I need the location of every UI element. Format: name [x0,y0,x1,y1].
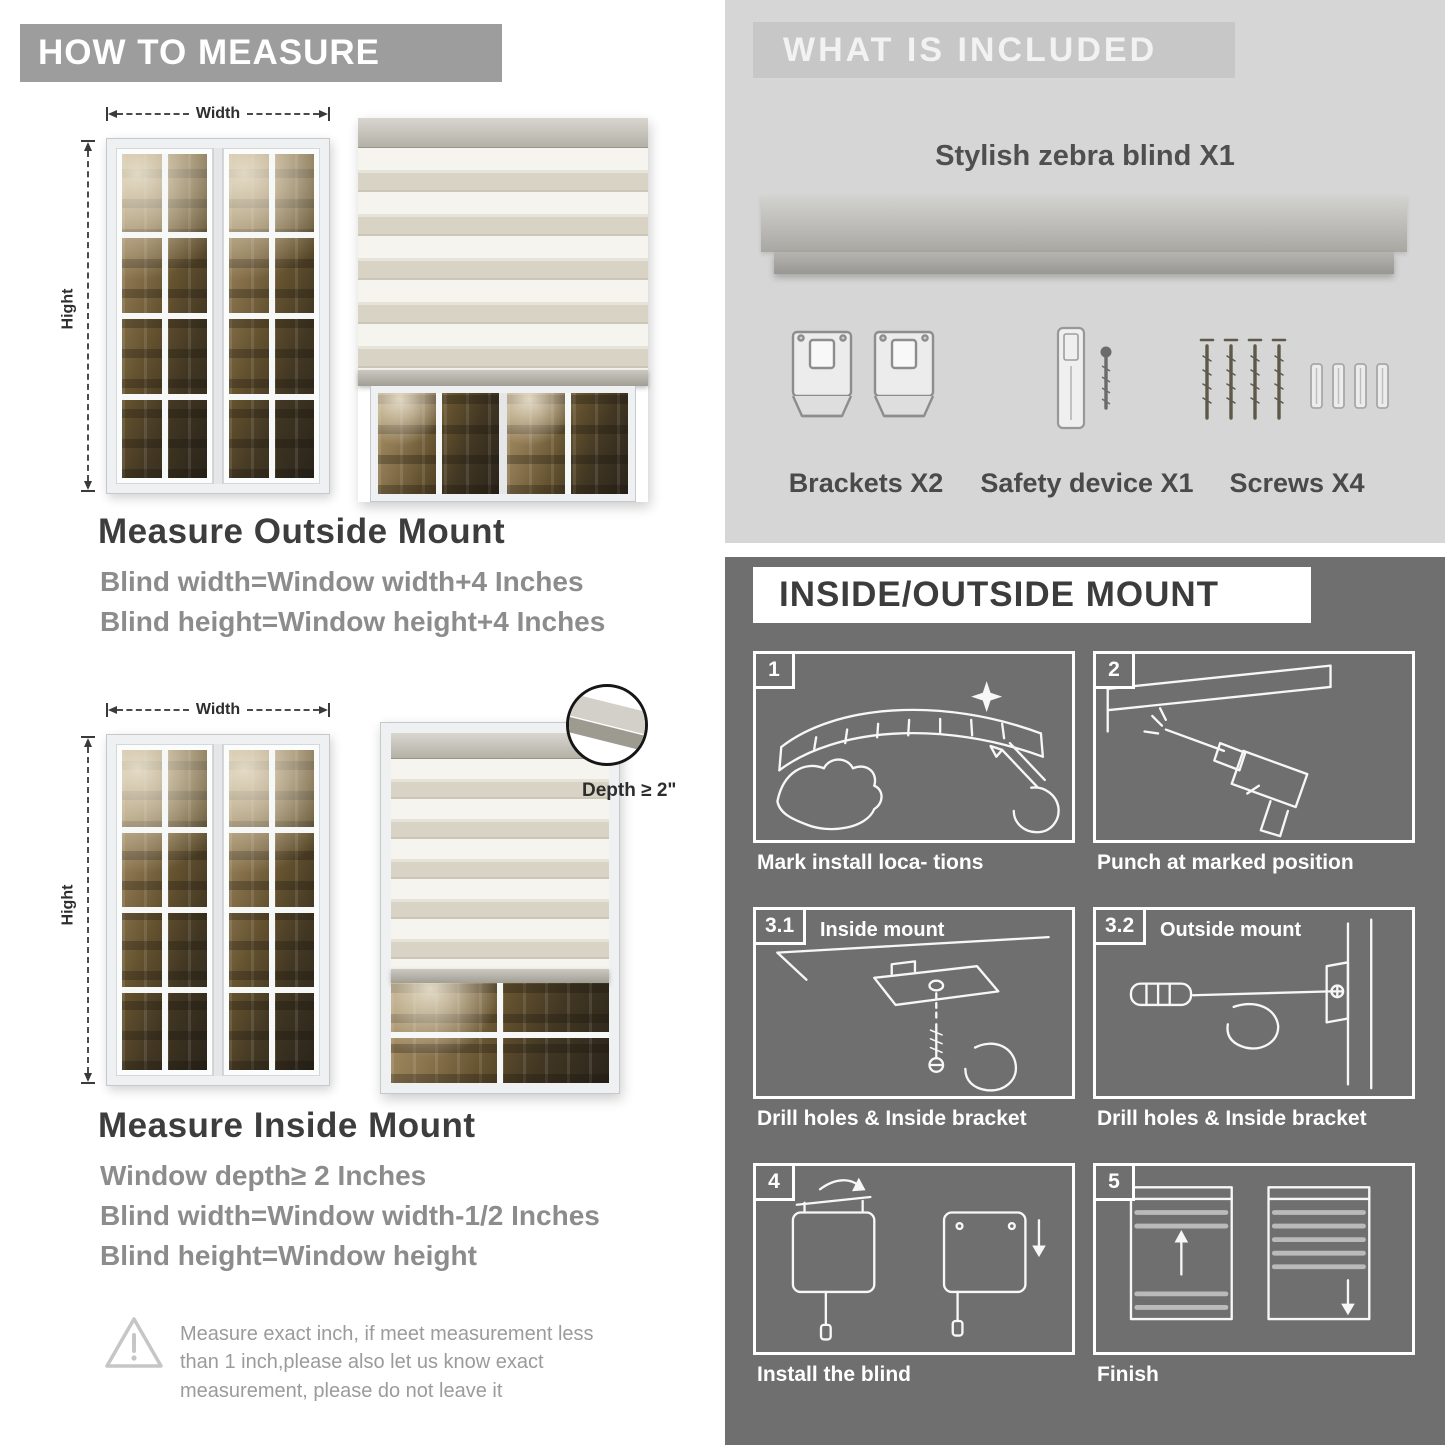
mark-locations-illustration [776,681,1060,834]
step-number: 4 [753,1163,795,1201]
width-arrow-inside: Width [106,701,330,718]
brackets-label: Brackets X2 [788,468,944,498]
step-number: 5 [1093,1163,1135,1201]
drill-illustration [1106,664,1332,838]
measurement-warning-text: Measure exact inch, if meet measurement … [180,1323,594,1402]
inside-mount-label: Inside mount [820,919,945,941]
width-arrow-outside: Width [106,105,330,122]
step-panel-3-1: 3.1 Inside mount [753,907,1075,1099]
step-panel-5: 5 [1093,1163,1415,1355]
inside-depth-requirement: Window depth≥ 2 Inches [100,1160,427,1191]
warning-triangle-icon [102,1314,166,1377]
step-caption: Mark install loca- tions [757,851,984,874]
step-number: 3.1 [753,907,807,945]
height-label: Hight [59,884,77,926]
window-illustration-inside [106,734,330,1086]
zebra-blind-outside-illustration [358,118,648,502]
height-label: Hight [59,288,77,330]
outside-height-formula: Blind height=Window height+4 Inches [100,606,606,637]
inside-bracket-illustration [776,935,1050,1092]
window-behind-blind [358,386,648,502]
depth-requirement-label: Depth ≥ 2" [582,780,677,801]
safety-device-icon [1040,322,1130,445]
window-behind-blind [391,983,609,1083]
how-to-measure-section: HOW TO MEASURE Width Hight [20,24,677,1402]
screws-label: Screws X4 [1229,468,1365,498]
width-label: Width [195,105,241,122]
height-arrow-outside [80,140,96,492]
step-caption: Install the blind [757,1363,912,1386]
step-caption: Finish [1097,1363,1159,1386]
blind-bottom-rail [358,370,648,386]
step-panel-4: 4 [753,1163,1075,1355]
safety-device-label: Safety device X1 [980,468,1194,498]
width-label: Width [195,701,241,718]
step-caption: Drill holes & Inside bracket [1097,1107,1367,1130]
blind-bottom-rail [391,969,609,983]
zebra-blind-headrail-image [761,196,1407,274]
inside-mount-heading: Measure Inside Mount [98,1106,476,1145]
depth-detail-circle [566,684,648,766]
step-caption: Drill holes & Inside bracket [757,1107,1027,1130]
step-number: 3.2 [1093,907,1147,945]
blind-stripes [391,759,609,969]
step-panel-3-2: 3.2 Outside mount [1093,907,1415,1099]
blind-stripes [358,148,648,370]
outside-mount-heading: Measure Outside Mount [98,512,506,551]
step-panel-1: 1 [753,651,1075,843]
window-illustration-outside [106,138,330,494]
step-caption: Punch at marked position [1097,851,1354,874]
how-to-measure-banner: HOW TO MEASURE [20,24,502,82]
screws-and-anchors-icon [1193,326,1397,443]
what-is-included-section: WHAT IS INCLUDED Stylish zebra blind X1 [725,0,1445,543]
outside-bracket-illustration [1129,918,1373,1090]
step-number: 2 [1093,651,1135,689]
product-title: Stylish zebra blind X1 [935,140,1235,172]
install-blind-illustration [791,1177,1046,1341]
height-arrow-inside [80,736,96,1084]
step-number: 1 [753,651,795,689]
mount-instructions-section: INSIDE/OUTSIDE MOUNT [725,557,1445,1445]
outside-mount-label: Outside mount [1160,919,1302,941]
inside-width-formula: Blind width=Window width-1/2 Inches [100,1200,600,1231]
what-is-included-banner: WHAT IS INCLUDED [753,22,1235,78]
finish-illustration [1129,1186,1371,1321]
step-panel-2: 2 [1093,651,1415,843]
outside-width-formula: Blind width=Window width+4 Inches [100,566,584,597]
blind-cassette [358,118,648,148]
inside-height-formula: Blind height=Window height [100,1240,477,1271]
mount-section-banner: INSIDE/OUTSIDE MOUNT [753,567,1311,623]
brackets-icon [785,326,941,443]
zebra-blind-inside-illustration [380,722,620,1094]
